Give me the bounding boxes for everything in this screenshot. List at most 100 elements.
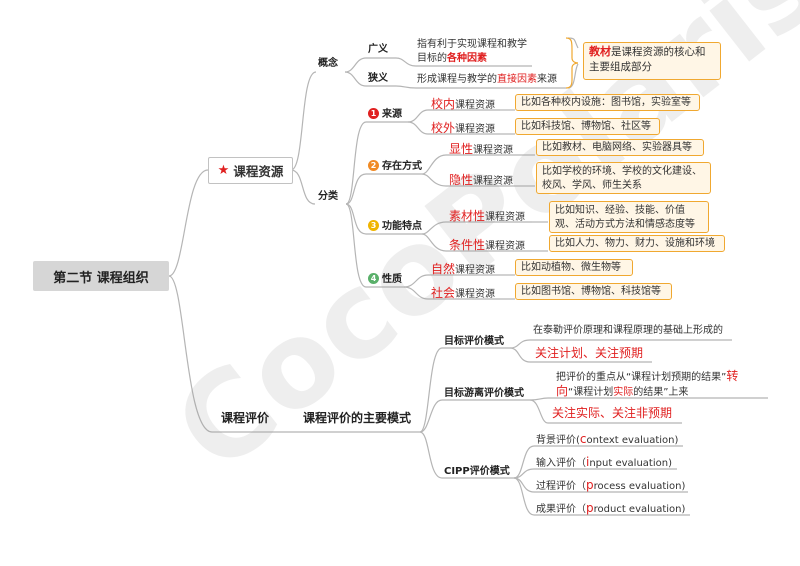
narrow-text-a: 形成课程与教学的 bbox=[417, 74, 497, 85]
form-num-icon: 2 bbox=[368, 160, 379, 171]
form-item-1-rest: 课程资源 bbox=[473, 145, 514, 156]
free-desc-2b: “课程计划 bbox=[568, 387, 614, 398]
root-label: 第二节 课程组织 bbox=[53, 270, 149, 286]
free-desc-line2: 向“课程计划实际的结果”上来 bbox=[556, 383, 688, 400]
resources-node[interactable]: ★ 课程资源 bbox=[208, 157, 293, 184]
source-item-2-rest: 课程资源 bbox=[455, 124, 496, 135]
function-note-1-line2: 观、活动方式方法和情感态度等 bbox=[555, 219, 695, 230]
nature-item-2-red: 社会 bbox=[431, 286, 456, 300]
source-item-2: 校外课程资源 bbox=[431, 120, 495, 137]
classify-label: 分类 bbox=[318, 191, 338, 202]
form-item-2-red: 隐性 bbox=[449, 173, 474, 187]
narrow-text-c: 来源 bbox=[537, 74, 557, 85]
function-item-1-rest: 课程资源 bbox=[485, 212, 526, 223]
cipp-mode-label: CIPP评价模式 bbox=[444, 466, 510, 477]
cipp-item-4: 成果评价（product evaluation) bbox=[536, 500, 685, 517]
form-label-text: 存在方式 bbox=[382, 161, 422, 172]
form-item-1: 显性课程资源 bbox=[449, 141, 513, 158]
cipp-item-3-red: p bbox=[586, 478, 594, 492]
function-note-1: 比如知识、经验、技能、价值观、活动方式方法和情感态度等 bbox=[549, 201, 709, 233]
form-item-2: 隐性课程资源 bbox=[449, 172, 513, 189]
goal-mode-label: 目标评价模式 bbox=[444, 336, 504, 347]
broad-label: 广义 bbox=[368, 44, 388, 55]
form-note-2: 比如学校的环境、学校的文化建设、校风、学风、师生关系 bbox=[536, 162, 711, 194]
cipp-item-3: 过程评价（process evaluation) bbox=[536, 477, 685, 494]
cipp-item-1: 背景评价(context evaluation) bbox=[536, 431, 678, 448]
cipp-item-2: 输入评价（input evaluation) bbox=[536, 454, 672, 471]
function-item-1: 素材性课程资源 bbox=[449, 208, 525, 225]
free-desc-2c: 实际 bbox=[613, 387, 634, 398]
free-desc-2a: 向 bbox=[556, 384, 569, 398]
resources-label: 课程资源 bbox=[233, 164, 284, 179]
form-note-2-line2: 校风、学风、师生关系 bbox=[542, 180, 642, 191]
source-item-1-rest: 课程资源 bbox=[455, 100, 496, 111]
textbook-box-b: 是课程资源的核心和 bbox=[611, 46, 706, 58]
form-note-1: 比如教材、电脑网络、实验器具等 bbox=[536, 139, 704, 156]
goal-mode-key: 关注计划、关注预期 bbox=[535, 346, 644, 360]
source-item-1-red: 校内 bbox=[431, 97, 456, 111]
free-mode-label: 目标游离评价模式 bbox=[444, 388, 524, 399]
narrow-text-b: 直接因素 bbox=[497, 74, 537, 85]
form-note-2-line1: 比如学校的环境、学校的文化建设、 bbox=[542, 166, 702, 177]
cipp-item-1-red: c bbox=[579, 432, 587, 446]
goal-mode-desc: 在泰勒评价原理和课程原理的基础上形成的 bbox=[533, 325, 723, 336]
star-icon: ★ bbox=[217, 163, 230, 178]
cipp-item-1-post: ontext evaluation) bbox=[586, 435, 679, 446]
cipp-item-2-pre: 输入评价（ bbox=[536, 458, 586, 469]
source-label-text: 来源 bbox=[382, 109, 402, 120]
broad-text-line1: 指有利于实现课程和教学 bbox=[417, 39, 527, 50]
function-num-icon: 3 bbox=[368, 220, 379, 231]
narrow-text: 形成课程与教学的直接因素来源 bbox=[417, 73, 557, 87]
cipp-item-3-pre: 过程评价（ bbox=[536, 481, 586, 492]
main-modes-label: 课程评价的主要模式 bbox=[303, 411, 412, 425]
function-note-2: 比如人力、物力、财力、设施和环境 bbox=[549, 235, 725, 252]
function-note-1-line1: 比如知识、经验、技能、价值 bbox=[555, 205, 685, 216]
root-node[interactable]: 第二节 课程组织 bbox=[33, 261, 169, 291]
source-note-1: 比如各种校内设施：图书馆，实验室等 bbox=[515, 94, 700, 111]
function-item-2-red: 条件性 bbox=[449, 238, 486, 252]
function-item-2-rest: 课程资源 bbox=[485, 241, 526, 252]
form-item-2-rest: 课程资源 bbox=[473, 176, 514, 187]
cipp-item-3-post: rocess evaluation) bbox=[593, 481, 686, 492]
form-item-1-red: 显性 bbox=[449, 142, 474, 156]
nature-item-2: 社会课程资源 bbox=[431, 285, 495, 302]
free-mode-key: 关注实际、关注非预期 bbox=[552, 406, 673, 420]
nature-label-text: 性质 bbox=[382, 274, 402, 285]
evaluation-label[interactable]: 课程评价 bbox=[221, 411, 270, 425]
free-desc-2d: 的结果”上来 bbox=[633, 387, 689, 398]
source-item-1: 校内课程资源 bbox=[431, 96, 495, 113]
cipp-item-4-pre: 成果评价（ bbox=[536, 504, 586, 515]
free-desc-line1: 把评价的重点从“课程计划预期的结果”转 bbox=[556, 368, 738, 385]
broad-text-2b: 各种因素 bbox=[447, 53, 487, 64]
nature-item-1: 自然课程资源 bbox=[431, 261, 495, 278]
source-num-icon: 1 bbox=[368, 108, 379, 119]
nature-item-1-red: 自然 bbox=[431, 262, 456, 276]
narrow-label: 狭义 bbox=[368, 73, 388, 84]
nature-note-1: 比如动植物、微生物等 bbox=[515, 259, 633, 276]
free-desc-1b: 转 bbox=[726, 369, 739, 383]
function-label-text: 功能特点 bbox=[382, 221, 422, 232]
function-item-2: 条件性课程资源 bbox=[449, 237, 525, 254]
textbook-box: 教材是课程资源的核心和 主要组成部分 bbox=[583, 42, 721, 80]
concept-label: 概念 bbox=[318, 58, 338, 69]
cipp-item-2-post: nput evaluation) bbox=[589, 458, 672, 469]
nature-item-1-rest: 课程资源 bbox=[455, 265, 496, 276]
function-item-1-red: 素材性 bbox=[449, 209, 486, 223]
cipp-item-4-post: roduct evaluation) bbox=[593, 504, 686, 515]
free-desc-1a: 把评价的重点从“课程计划预期的结果” bbox=[556, 372, 727, 383]
textbook-box-c: 主要组成部分 bbox=[589, 60, 652, 73]
source-note-2: 比如科技馆、博物馆、社区等 bbox=[515, 118, 660, 135]
textbook-box-a: 教材 bbox=[589, 45, 611, 58]
broad-text-line2: 目标的各种因素 bbox=[417, 52, 487, 66]
nature-num-icon: 4 bbox=[368, 273, 379, 284]
nature-note-2: 比如图书馆、博物馆、科技馆等 bbox=[515, 283, 672, 300]
source-item-2-red: 校外 bbox=[431, 121, 456, 135]
broad-text-2a: 目标的 bbox=[417, 53, 447, 64]
cipp-item-2-red: i bbox=[586, 455, 590, 469]
cipp-item-1-pre: 背景评价( bbox=[536, 435, 580, 446]
